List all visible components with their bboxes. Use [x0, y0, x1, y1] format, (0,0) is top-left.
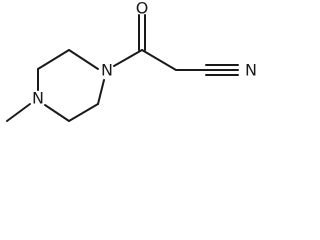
- chemical-structure: N N O N: [6, 0, 257, 122]
- ring-bond-n1-c2: [68, 49, 99, 70]
- cyanoacetyl-chain: [113, 14, 239, 76]
- carbonyl-oxygen-label: O: [136, 0, 149, 18]
- methyl-bond: [6, 103, 31, 122]
- bond-n1-carbonyl-carbon: [113, 49, 143, 67]
- ring-bond-c2-c3: [37, 49, 70, 70]
- amide-nitrogen-label: N: [101, 61, 113, 80]
- ring-bond-c5-c6: [68, 103, 99, 122]
- amine-nitrogen-label: N: [32, 89, 44, 108]
- ring-bond-n4-c5: [44, 104, 70, 122]
- nitrile-nitrogen-label: N: [245, 61, 257, 80]
- ring-bond-c6-n1: [97, 79, 105, 105]
- bond-carbonyl-methylene: [141, 49, 177, 71]
- piperazine-ring: [37, 49, 105, 122]
